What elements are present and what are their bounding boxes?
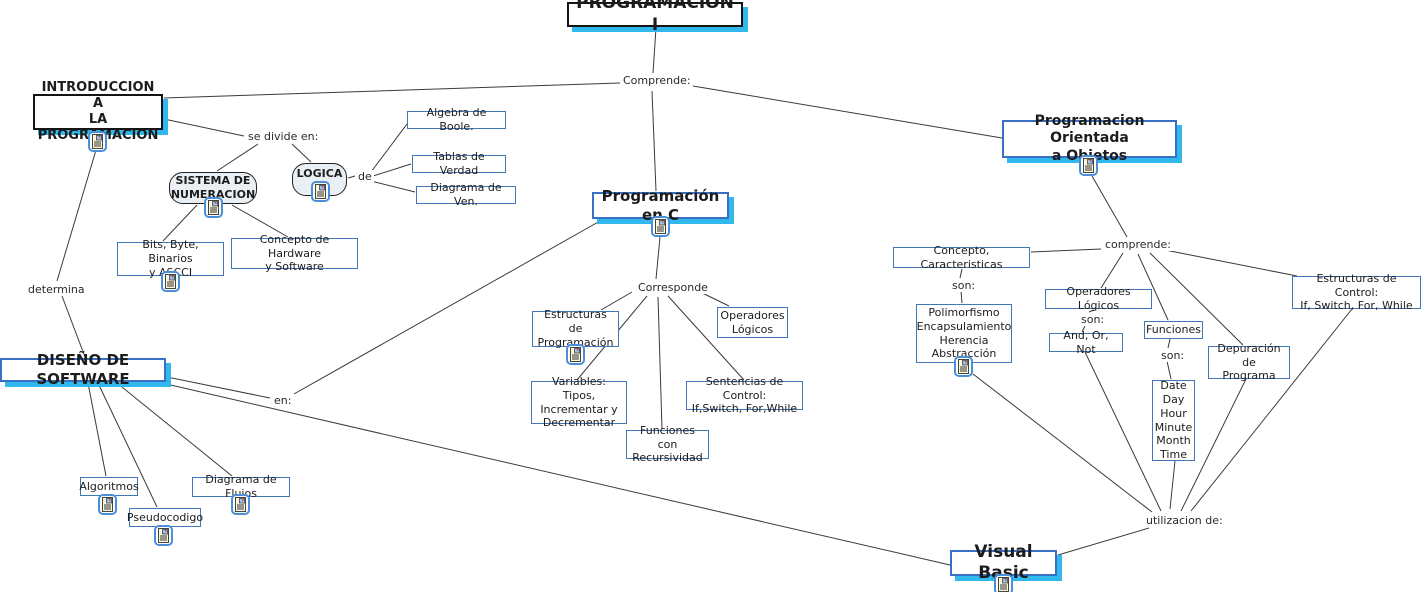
link-label-determina[interactable]: determina [26, 283, 87, 296]
node-label: Operadores Lógicos [720, 308, 785, 336]
node-label: SISTEMA DE NUMERACION [170, 174, 256, 201]
node-algoritmos[interactable]: Algoritmos [79, 477, 139, 496]
node-operadores-logicos-poo[interactable]: Operadores Lógicos [1045, 285, 1152, 312]
node-funciones[interactable]: Funciones [1144, 321, 1203, 339]
resource-icon[interactable] [161, 271, 180, 292]
node-label: Concepto, Caracteristicas [920, 243, 1003, 271]
node-tablas-de-verdad[interactable]: Tablas de Verdad [412, 150, 506, 177]
node-label: Date Day Hour Minute Month Time [1154, 379, 1193, 461]
node-label: Diagrama de Ven. [430, 181, 502, 208]
node-date-day-hour[interactable]: Date Day Hour Minute Month Time [1152, 379, 1195, 461]
resource-icon[interactable] [154, 525, 173, 546]
resource-icon[interactable] [954, 356, 973, 377]
link-label-en[interactable]: en: [272, 394, 294, 407]
resource-icon[interactable] [311, 181, 330, 202]
link-label-de[interactable]: de [356, 170, 374, 183]
node-label: Tablas de Verdad [433, 150, 485, 177]
node-label: Pseudocodigo [126, 510, 204, 524]
node-depuracion-de-programa[interactable]: Depuración de Programa [1208, 342, 1290, 382]
link-label-son-2[interactable]: son: [1079, 313, 1107, 326]
link-label-utilizacion-de[interactable]: utilizacion de: [1144, 514, 1225, 527]
link-label-se-divide-en[interactable]: se divide en: [246, 130, 321, 143]
link-label-son-1[interactable]: son: [950, 279, 978, 292]
node-label: LOGICA [296, 167, 343, 180]
resource-icon[interactable] [994, 574, 1013, 592]
node-concepto-hardware-software[interactable]: Concepto de Hardware y Software [231, 233, 358, 273]
link-label-comprende-poo[interactable]: comprende: [1103, 238, 1173, 251]
resource-icon[interactable] [566, 344, 585, 365]
node-bits-byte-binarios[interactable]: Bits, Byte, Binarios y ASCCI [117, 238, 224, 279]
node-label: Visual Basic [974, 541, 1033, 583]
node-concepto-caracteristicas[interactable]: Concepto, Caracteristicas [893, 244, 1030, 271]
node-programacion-i[interactable]: PROGRAMACION I [567, 0, 743, 35]
node-label: Concepto de Hardware y Software [259, 232, 330, 274]
resource-icon[interactable] [651, 216, 670, 237]
link-label-son-3[interactable]: son: [1159, 349, 1187, 362]
node-label: PROGRAMACION I [576, 0, 734, 35]
node-label: Estructuras de Programación [537, 308, 614, 349]
link-label-corresponde[interactable]: Corresponde [636, 281, 710, 294]
node-programacion-en-c[interactable]: Programación en C [592, 187, 729, 224]
resource-icon[interactable] [88, 131, 107, 152]
node-algebra-de-boole[interactable]: Algebra de Boole. [407, 106, 506, 133]
resource-icon[interactable] [231, 494, 250, 515]
node-estructuras-de-programacion[interactable]: Estructuras de Programación [532, 308, 619, 349]
node-label: Funciones con Recursividad [632, 423, 703, 465]
node-label: Algoritmos [79, 479, 139, 493]
node-label: Polimorfismo Encapsulamiento Herencia Ab… [916, 306, 1012, 361]
node-label: DISEÑO DE SOFTWARE [36, 351, 130, 388]
node-label: Estructuras de Control: If, Switch, For,… [1300, 271, 1413, 313]
node-diseno-de-software[interactable]: DISEÑO DE SOFTWARE [0, 351, 166, 388]
node-diagrama-de-ven[interactable]: Diagrama de Ven. [416, 181, 516, 208]
node-label: Funciones [1146, 323, 1201, 337]
node-introduccion-a-la-programacion[interactable]: INTRODUCCION A LA PROGRAMACION [33, 80, 163, 143]
node-label: Operadores Lógicos [1066, 285, 1131, 312]
node-programacion-orientada-objetos[interactable]: Programacion Orientada a Objetos [1002, 113, 1177, 164]
node-visual-basic[interactable]: Visual Basic [950, 542, 1057, 583]
node-funciones-con-recursividad[interactable]: Funciones con Recursividad [626, 424, 709, 464]
node-label: Sentencias de Control: If,Switch, For,Wh… [691, 374, 798, 416]
node-label: Variables: Tipos, Incrementar y Decremen… [540, 375, 618, 430]
node-polimorfismo-encapsulamiento[interactable]: Polimorfismo Encapsulamiento Herencia Ab… [916, 304, 1012, 363]
node-estructuras-de-control[interactable]: Estructuras de Control: If, Switch, For,… [1292, 272, 1421, 312]
node-variables-tipos[interactable]: Variables: Tipos, Incrementar y Decremen… [531, 375, 627, 429]
node-label: And, Or, Not [1063, 328, 1109, 356]
node-operadores-logicos-c[interactable]: Operadores Lógicos [717, 307, 788, 338]
link-label-comprende-main[interactable]: Comprende: [621, 74, 693, 87]
node-label: Algebra de Boole. [426, 106, 487, 133]
node-label: Depuración de Programa [1217, 341, 1281, 383]
resource-icon[interactable] [98, 494, 117, 515]
resource-icon[interactable] [204, 197, 223, 218]
node-label: Programación en C [601, 186, 720, 224]
node-and-or-not[interactable]: And, Or, Not [1049, 329, 1123, 356]
node-sentencias-de-control[interactable]: Sentencias de Control: If,Switch, For,Wh… [686, 375, 803, 415]
resource-icon[interactable] [1079, 155, 1098, 176]
node-sistema-de-numeracion[interactable]: SISTEMA DE NUMERACION [169, 172, 257, 204]
